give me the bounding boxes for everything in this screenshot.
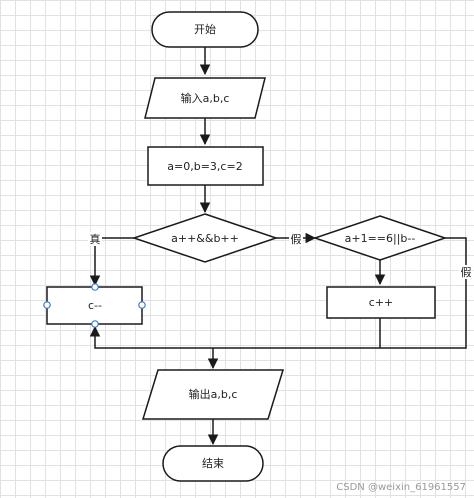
start-label: 开始 [194, 22, 216, 36]
selection-handle-top[interactable] [91, 283, 99, 291]
branch-false-2-label: 假 [461, 265, 472, 279]
output-label: 输出a,b,c [189, 387, 238, 401]
condition2-label: a+1==6||b-- [345, 232, 416, 245]
init-label: a=0,b=3,c=2 [167, 160, 242, 173]
label-bg-false-1 [289, 232, 303, 246]
input-node[interactable]: 输入a,b,c [144, 77, 266, 119]
branch-true-label: 真 [90, 232, 101, 246]
end-label: 结束 [202, 457, 224, 470]
start-node[interactable]: 开始 [151, 11, 259, 48]
input-label: 输入a,b,c [181, 91, 230, 105]
selection-handle-right[interactable] [138, 301, 146, 309]
init-node[interactable]: a=0,b=3,c=2 [147, 146, 264, 186]
edge-labels: 真 假 假 [88, 232, 473, 279]
watermark-text: CSDN @weixin_61961557 [336, 482, 466, 493]
increment-node[interactable]: c++ [326, 286, 436, 319]
branch-false-1-label: 假 [291, 232, 302, 246]
decrement-label: c-- [88, 299, 102, 312]
decrement-node[interactable]: c-- [43, 283, 146, 328]
label-bg-false-2 [459, 265, 473, 279]
increment-label: c++ [369, 296, 393, 309]
condition1-label: a++&&b++ [171, 232, 239, 245]
end-node[interactable]: 结束 [162, 445, 264, 482]
condition1-node[interactable]: a++&&b++ [131, 213, 279, 263]
condition2-node[interactable]: a+1==6||b-- [312, 215, 448, 261]
selection-handle-bottom[interactable] [91, 320, 99, 328]
output-node[interactable]: 输出a,b,c [141, 369, 285, 420]
label-bg-true [88, 232, 102, 246]
selection-handle-left[interactable] [43, 301, 51, 309]
edge-condition2-false [89, 237, 467, 349]
